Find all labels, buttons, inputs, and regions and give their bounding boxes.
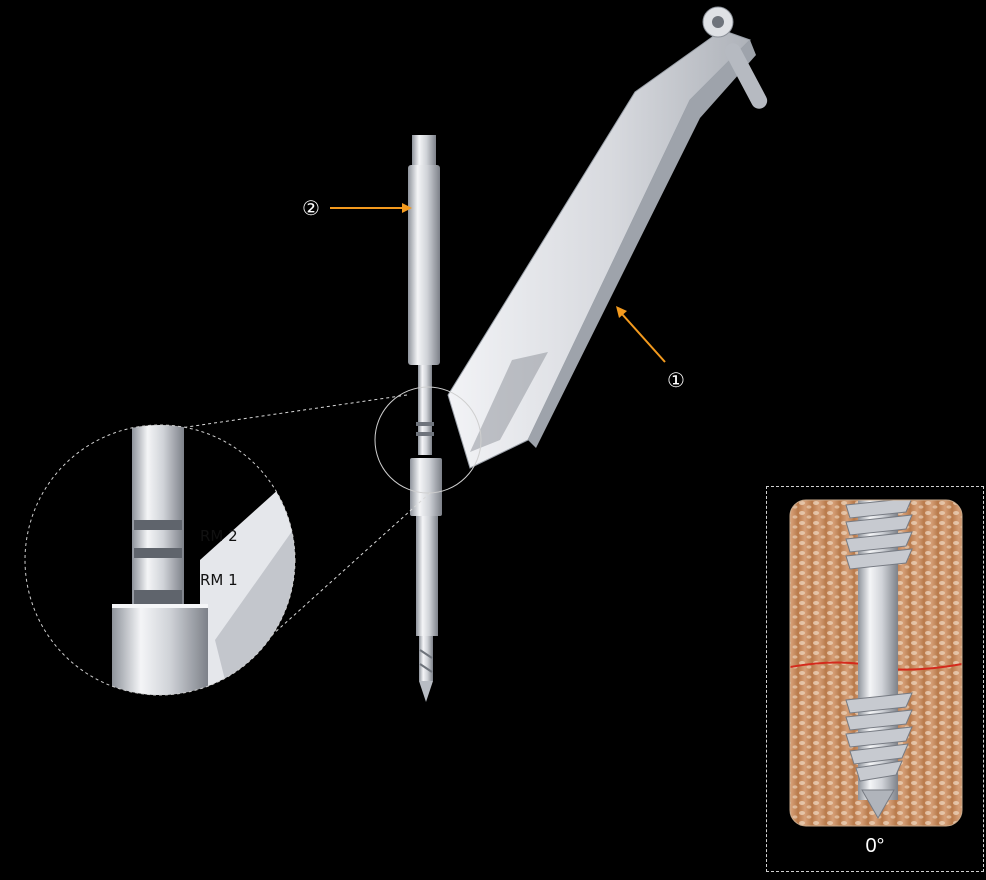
depth-mark-rm1: RM 1 <box>200 571 238 589</box>
inset-frame: 0° <box>766 486 984 872</box>
aiming-arm <box>448 7 770 468</box>
callout-arrow-1 <box>616 306 665 362</box>
callout-label-2: ② <box>302 196 320 221</box>
depth-mark-rm2: RM 2 <box>200 527 238 545</box>
lens-guide-upper <box>180 395 407 428</box>
callout-label-1: ① <box>667 368 685 393</box>
angle-label: 0° <box>767 835 983 858</box>
callout-arrow-2 <box>330 203 412 213</box>
drill-shaft <box>408 135 442 702</box>
magnifier-detail <box>20 420 300 720</box>
